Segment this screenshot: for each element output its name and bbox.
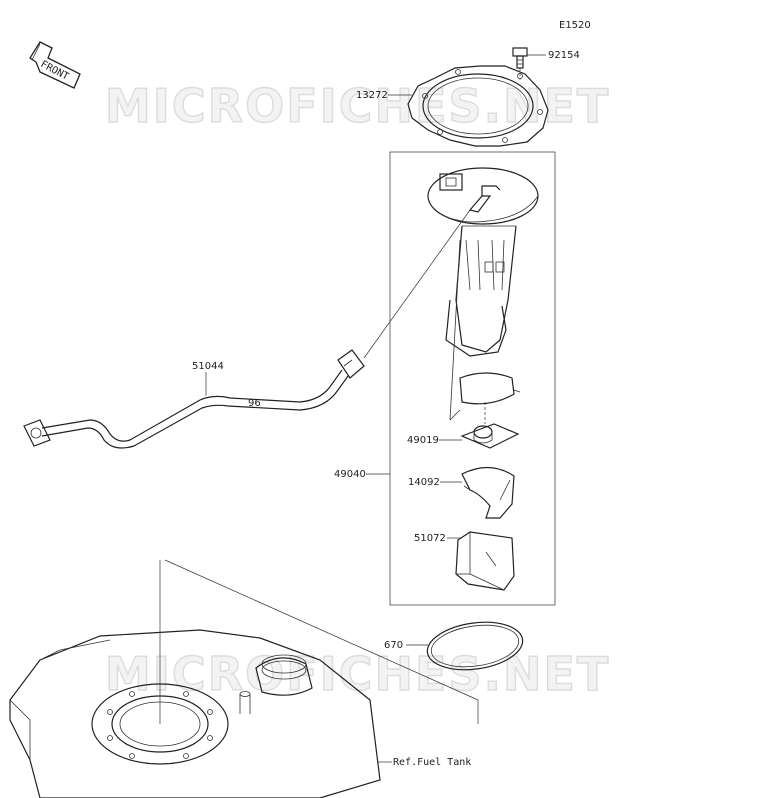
front-arrow-icon: FRONT [29,41,81,89]
o-ring-670 [426,621,524,671]
callout-49019: 49019 [407,435,439,446]
watermark-bottom: MICROFICHES.NET [105,647,610,701]
callout-670: 670 [384,640,403,651]
callout-14092: 14092 [408,477,440,488]
callout-49040: 49040 [334,469,366,480]
pump-assembly-frame [389,151,556,606]
fuel-hose-51044: 96 [23,349,365,449]
bracket-14092 [461,466,515,519]
callout-51044: 51044 [192,361,224,372]
callout-ref-fuel-tank: Ref.Fuel Tank [393,757,471,768]
fuel-filter-element [459,372,521,424]
svg-text:96: 96 [248,398,261,409]
filter-49019 [460,423,520,449]
bolt-92154 [512,47,528,69]
cover-51072 [455,531,515,591]
callout-51072: 51072 [414,533,446,544]
watermark-top: MICROFICHES.NET [105,79,610,133]
gasket-13272 [407,65,549,147]
fuel-pump-body [427,167,539,421]
callout-92154: 92154 [548,50,580,61]
diagram-code: E1520 [559,20,591,31]
callout-13272: 13272 [356,90,388,101]
